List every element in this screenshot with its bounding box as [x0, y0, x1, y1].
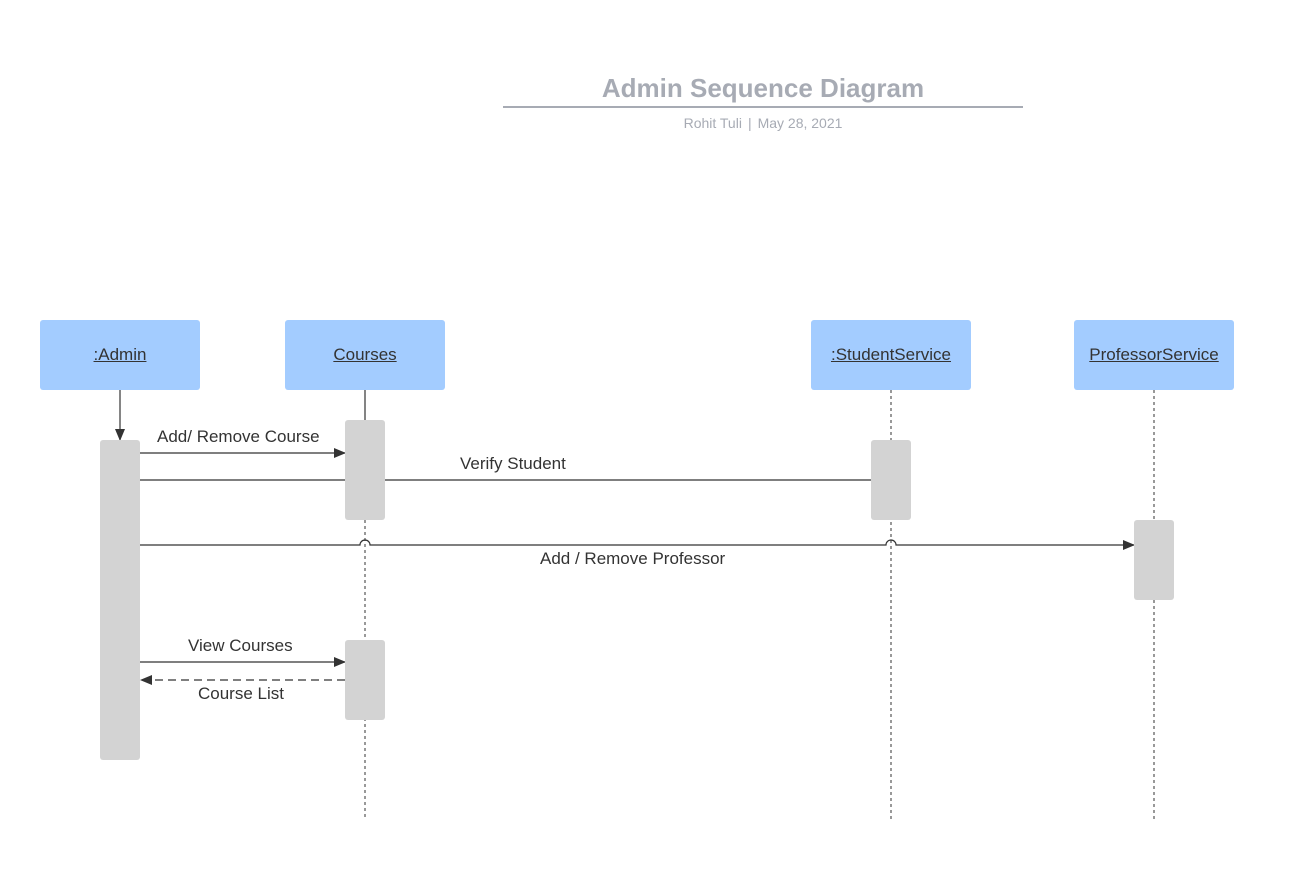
lifeline-student-service-label: :StudentService [830, 345, 951, 364]
professor-service-activation-bar[interactable] [1134, 520, 1174, 600]
lifeline-courses[interactable]: Courses [285, 320, 445, 390]
courses-activation-bar-2[interactable] [345, 640, 385, 720]
lifeline-admin[interactable]: :Admin [40, 320, 200, 390]
lifeline-professor-service[interactable]: ProfessorService [1074, 320, 1234, 390]
add-remove-professor-arrow [140, 539, 1135, 550]
admin-activation-bar[interactable] [100, 440, 140, 760]
lifeline-student-service[interactable]: :StudentService [811, 320, 971, 390]
lifeline-courses-label: Courses [333, 345, 397, 364]
message-course-list: Course List [198, 684, 284, 703]
student-service-activation-bar[interactable] [871, 440, 911, 520]
courses-activation-bar-1[interactable] [345, 420, 385, 520]
diagram-date: May 28, 2021 [757, 115, 843, 131]
title-underline [503, 106, 1023, 108]
lifeline-professor-service-label: ProfessorService [1089, 345, 1219, 364]
lifeline-admin-label: :Admin [93, 345, 147, 364]
subtitle-separator: | [747, 115, 752, 131]
message-view-courses: View Courses [188, 636, 293, 655]
diagram-subtitle: Rohit Tuli | May 28, 2021 [503, 115, 1023, 131]
diagram-title: Admin Sequence Diagram [601, 73, 925, 103]
message-add-remove-course: Add/ Remove Course [157, 427, 320, 446]
author-name: Rohit Tuli [683, 115, 742, 131]
message-verify-student: Verify Student [460, 454, 566, 473]
message-add-remove-professor: Add / Remove Professor [540, 549, 726, 568]
